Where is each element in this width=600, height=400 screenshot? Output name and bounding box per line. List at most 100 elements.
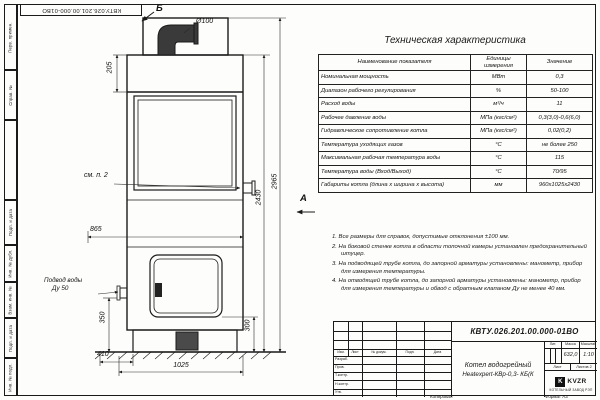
param-units: °С [470,137,527,153]
logo-letter: K [558,378,563,385]
role-tkontr: Т.контр. [335,373,349,378]
hdr-docnum: № докум. [371,349,387,354]
spec-table: Наименование показателя Единицы измерени… [318,53,593,193]
lit-label: Лит. [544,342,561,349]
drawing-frame [17,4,596,396]
param-units: МВт [470,70,527,85]
logo-text: KVZR [567,378,587,385]
param-value: не более 250 [526,137,593,153]
view-b-label: Б [156,3,163,14]
title-block-doc-number: КВТУ.026.201.00.000-01ВО [451,322,597,342]
side-stamp-inv-dubl: Инв. № дубл. [4,245,17,282]
scale-label: Масштаб [579,342,597,349]
dim-chimney-diameter-label: Ø100 [196,18,214,25]
dim-body-height-label: 2430 [255,189,263,206]
param-value: 0,3 [526,70,593,85]
boiler-outline [116,17,256,353]
param-value: 70/95 [526,164,593,180]
tb-grid-line [362,322,363,397]
lit-value [544,349,561,364]
param-value: 115 [526,151,593,166]
param-units: м³/ч [470,97,527,112]
side-stamp-blank [4,120,17,200]
param-units: МПа (кгс/см²) [470,110,527,126]
tb-grid-line [334,372,451,373]
side-stamp-vzam-inv: Взам. инв. № [4,282,17,318]
sheet-label: Лист [544,364,570,371]
param-name: Температура воды (Вход/Выход) [318,164,471,180]
note-item: 4. На отводящей трубе котла, до запорной… [332,278,581,293]
dim-depth-label: 865 [90,226,102,233]
param-name: Габариты котла (длина х ширина х высота) [318,178,471,193]
hdr-podp: Подп. [405,349,415,354]
side-stamp-label: Взам. инв. № [8,285,13,315]
side-stamp-label: Инв. № дубл. [8,249,13,278]
role-razrab: Разраб. [335,357,348,362]
logo-row: K KVZR [555,376,587,387]
spec-row: Габариты котла (длина х ширина х высота)… [318,178,593,193]
dim-inlet-height-label: 350 [99,311,107,324]
side-stamp-inv-podl: Инв. № подл. [4,358,17,396]
hdr-izm: Изм. [337,349,345,354]
side-stamp-label: Подп. и дата [8,324,14,352]
col-header-value: Значение [526,53,593,72]
param-value: 0,3(3,0)-0,6(6,0) [526,110,593,126]
param-name: Расход воды [318,97,471,112]
param-units: МПа (кгс/см²) [470,124,527,139]
company-cell: K KVZR КОТЕЛЬНЫЙ ЗАВОД РЭП [544,371,597,397]
param-name: Диапазон рабочего регулирования [318,83,471,99]
sheets-label: Листов 2 [570,364,597,371]
lit-divider [549,349,551,364]
tb-grid-line [334,349,451,350]
param-name: Гидравлическое сопротивление котла [318,124,471,139]
dim-410-label: 410 [97,351,109,358]
tb-grid-line [348,322,349,356]
param-name: Рабочее давление воды [318,110,471,126]
hdr-list: Лист [351,349,359,354]
hdr-data: Дата [433,349,442,354]
tb-grid-line [334,331,451,332]
note-item: 2. На боковой стенке котла в области топ… [332,243,587,258]
role-nkontr: Н.контр. [335,381,349,386]
title-block-product-name: Котел водогрейный Heatexpert-КВр-0,3- КБ… [451,342,544,397]
dim-collar-height-label: 205 [106,61,114,74]
water-inlet-label-line2: Ду 50 [52,285,69,292]
note-item: 3. На подводящей трубе котла, до запорно… [332,261,583,275]
side-stamp-label: Подп. и дата [8,208,14,237]
company-name: КОТЕЛЬНЫЙ ЗАВОД РЭП [549,387,593,392]
view-a-label: А [300,193,307,204]
param-name: Температура уходящих газов [318,137,471,153]
note-item: 1. Все размеры для справок, допустимые о… [332,234,510,240]
mass-label: Масса [561,342,579,349]
ground-line [94,351,286,360]
side-stamp-perv-primen: Перв. примен. [4,4,17,70]
param-value: 50-100 [526,83,593,99]
dim-total-height-label: 2965 [271,173,279,190]
dim-width-label: 1025 [173,362,189,369]
tb-grid-line [424,322,425,397]
title-block: КВТУ.026.201.00.000-01ВО Котел водогрейн… [333,321,597,397]
col-header-units: Единицы измерения [470,53,527,72]
footer-copied-label: Копировал [430,394,453,399]
side-stamp-sprav-no: Справ. № [4,70,17,120]
tb-grid-line [334,356,451,357]
role-prov: Пров. [335,365,345,370]
param-value: 11 [526,97,593,112]
notes-list: 1. Все размеры для справок, допустимые о… [332,234,590,296]
scale-value: 1:10 [579,349,597,364]
role-utv: Утв. [335,390,342,395]
param-name: Максимальная рабочая температура воды [318,151,471,166]
param-units: % [470,83,527,99]
water-inlet-pipe [119,287,128,299]
dimension-lines [87,17,286,376]
param-units: мм [470,178,527,193]
footer-format-label: Формат А3 [545,394,568,399]
dim-base-height-label: 300 [244,319,252,332]
